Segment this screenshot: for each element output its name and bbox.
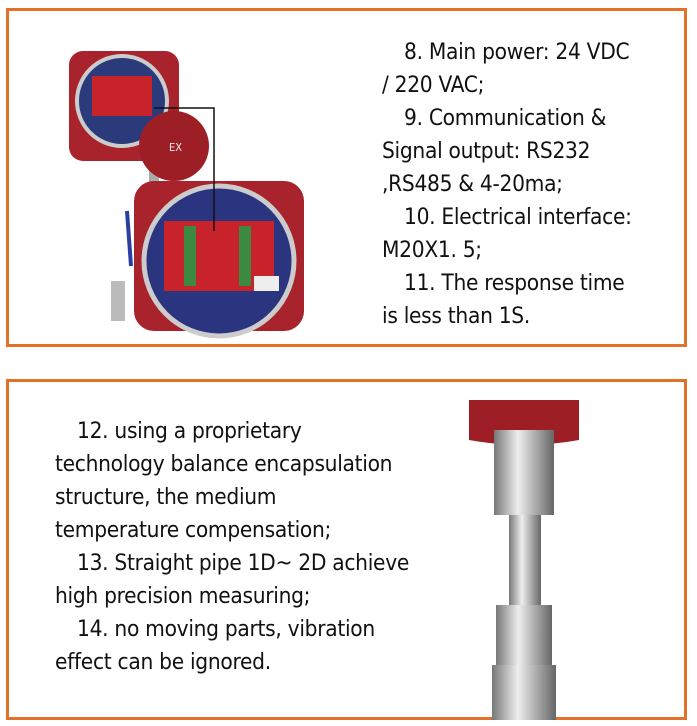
spec-line: structure, the medium — [55, 484, 277, 510]
spec-line: 14. no moving parts, vibration — [77, 616, 375, 642]
spec-line: 9. Communication & — [404, 105, 607, 131]
ex-cap-label: EX — [169, 141, 182, 154]
sensor-probe-image — [469, 400, 579, 720]
spec-line: temperature compensation; — [55, 517, 332, 543]
specs-text-bottom: 12. using a proprietary technology balan… — [55, 415, 435, 679]
spec-line: technology balance encapsulation — [55, 451, 393, 477]
spec-line: 10. Electrical interface: — [404, 204, 632, 230]
specs-text-top: 8. Main power: 24 VDC / 220 VAC; 9. Comm… — [382, 36, 682, 333]
spec-line: effect can be ignored. — [55, 649, 271, 675]
spec-line: 12. using a proprietary — [77, 418, 302, 444]
spec-line: Signal output: RS232 — [382, 138, 591, 164]
spec-line: / 220 VAC; — [382, 72, 485, 98]
spec-line: M20X1. 5; — [382, 237, 482, 263]
spec-line: 11. The response time — [404, 270, 625, 296]
spec-line: 8. Main power: 24 VDC — [404, 39, 630, 65]
spec-line: 13. Straight pipe 1D~ 2D achieve — [77, 550, 410, 576]
features-panel-bottom: 12. using a proprietary technology balan… — [6, 379, 687, 720]
spec-line: high precision measuring; — [55, 583, 311, 609]
features-panel-top: EX 8. Main power: 24 VDC / 220 VAC; 9. C… — [6, 8, 687, 347]
flowmeter-wiring-image: EX — [69, 51, 304, 339]
spec-line: ,RS485 & 4-20ma; — [382, 171, 563, 197]
spec-line: is less than 1S. — [382, 303, 530, 329]
